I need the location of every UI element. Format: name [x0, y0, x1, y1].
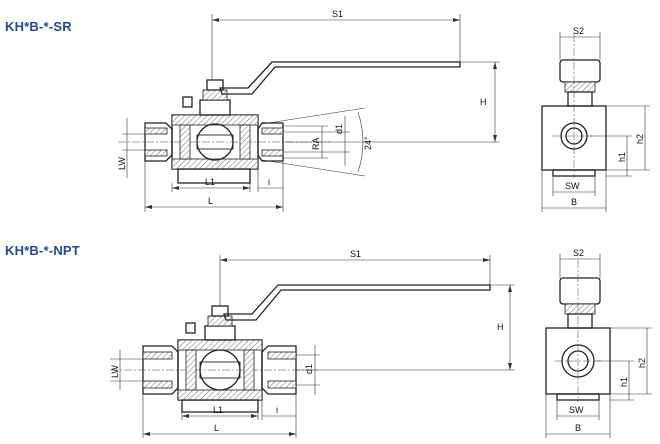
dim-s1: S1	[332, 9, 343, 19]
dim-b: B	[575, 423, 581, 433]
dim-h2: h2	[635, 134, 645, 144]
dim-s2: S2	[573, 26, 584, 36]
right-thread-hatch	[267, 351, 297, 360]
dim-i: i	[268, 177, 270, 187]
handle-end	[559, 59, 601, 83]
diagram-1-end-dimensions: S2 h2 h1 SW B	[541, 26, 650, 212]
seat-right	[239, 124, 251, 160]
bonnet	[204, 325, 236, 341]
diagram-2-end-view	[545, 260, 611, 402]
dim-l: L	[208, 196, 213, 206]
left-connector-hatch	[144, 149, 168, 157]
dim-l: L	[214, 423, 219, 433]
base-end	[556, 393, 600, 401]
bonnet	[199, 99, 231, 116]
diagram-2-title: KH*B-*-NPT	[5, 243, 80, 258]
dim-l1: L1	[213, 405, 223, 415]
diagram-1-title: KH*B-*-SR	[5, 19, 72, 34]
dim-h1: h1	[617, 152, 627, 162]
lever-handle	[219, 61, 461, 95]
dim-h: H	[497, 322, 504, 332]
dim-sw: SW	[565, 181, 580, 191]
diagram-1-end-view	[541, 34, 607, 178]
dim-lw: LW	[117, 157, 127, 170]
seat-left	[185, 349, 197, 391]
dim-ra: RA	[311, 137, 321, 150]
right-connector-hatch	[261, 149, 284, 157]
right-connector-hatch	[261, 127, 284, 135]
diagram-2-end-dimensions: S2 h2 h1 SW B	[545, 248, 652, 438]
body-hatch-bottom	[177, 389, 263, 401]
dim-sw: SW	[569, 405, 584, 415]
dim-i: i	[276, 405, 278, 415]
base-end	[552, 169, 596, 177]
handle-end	[559, 277, 601, 305]
diagram-2-side-view	[110, 284, 491, 413]
stop-pin	[182, 96, 193, 108]
ball-bore	[199, 361, 241, 379]
right-thread-hatch	[267, 380, 297, 389]
ball-bore	[196, 134, 234, 150]
body-hatch-top	[177, 339, 263, 351]
dim-s2: S2	[573, 248, 584, 258]
dim-h1: h1	[619, 377, 629, 387]
stem-end	[564, 303, 596, 315]
dim-h: H	[480, 97, 487, 107]
stem-nut	[207, 315, 233, 327]
lever-handle	[223, 284, 491, 321]
dim-d1: d1	[304, 364, 314, 374]
diagram-1-dimensions: S1 H LW L1 i L RA	[117, 9, 500, 212]
left-thread-hatch	[142, 351, 173, 360]
dim-d1: d1	[334, 124, 344, 134]
bonnet-end	[567, 91, 593, 107]
stop-pin	[185, 322, 196, 334]
dim-lw: LW	[110, 365, 120, 378]
diagram-1-side-view	[118, 61, 461, 184]
stem-nut	[202, 89, 228, 101]
dim-b: B	[571, 197, 577, 207]
bonnet-end	[567, 313, 593, 329]
stem-end	[564, 81, 596, 93]
body-base	[177, 168, 251, 184]
stem	[206, 79, 224, 91]
body-base	[181, 399, 259, 413]
dim-s1: S1	[350, 249, 361, 259]
dim-h2: h2	[637, 358, 647, 368]
dim-angle: 24°	[363, 136, 373, 150]
seat-right	[243, 349, 255, 391]
left-connector-hatch	[144, 127, 168, 135]
dim-l1: L1	[205, 177, 215, 187]
seat-left	[179, 124, 191, 160]
diagram-2-dimensions: S1 H LW d1 L1 i L	[110, 249, 515, 438]
left-thread-hatch	[142, 380, 173, 389]
